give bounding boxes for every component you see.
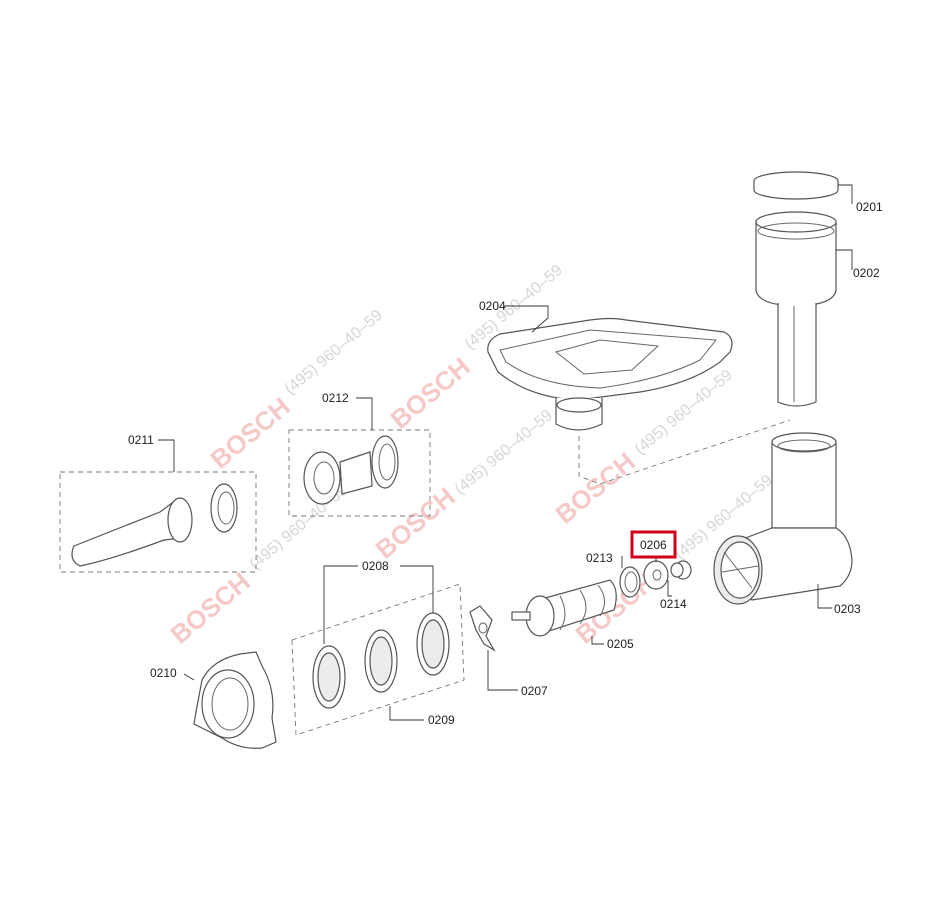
part-label-0212: 0212 [322, 391, 349, 405]
part-0207-knife [469, 605, 518, 691]
part-0205-worm [511, 579, 617, 645]
part-0204-tray [487, 305, 733, 431]
part-label-0206: 0206 [640, 538, 667, 552]
watermark-phone: (495) 960–40–59 [452, 407, 556, 498]
part-0211-sausage-set [59, 439, 257, 573]
part-label-0201: 0201 [856, 200, 883, 214]
watermark-phone: (495) 960–40–59 [282, 307, 386, 398]
part-label-0207: 0207 [521, 684, 548, 698]
part-label-0211: 0211 [128, 433, 154, 447]
part-0212-kebbe-set [288, 397, 431, 517]
grill-plate-icon [364, 629, 398, 693]
watermark-brand: BOSCH [385, 351, 476, 434]
part-0202-pusher [755, 211, 853, 407]
part-label-0203: 0203 [834, 602, 861, 616]
part-label-0202: 0202 [853, 266, 880, 280]
part-0203-housing [713, 432, 853, 609]
part-label-0213: 0213 [586, 551, 613, 565]
watermark-brand: BOSCH [205, 391, 296, 474]
watermark-group: BOSCH (495) 960–40–59 BOSCH (495) 960–40… [165, 262, 776, 650]
part-0201-lid [753, 171, 853, 204]
part-label-0214: 0214 [660, 597, 687, 611]
part-label-0208: 0208 [362, 559, 389, 573]
watermark-brand: BOSCH [165, 566, 256, 649]
highlight-box [630, 530, 677, 559]
grill-plate-icon [312, 645, 346, 709]
watermark-brand: BOSCH [370, 481, 461, 564]
grill-plate-icon [416, 612, 450, 676]
part-label-0205: 0205 [607, 637, 634, 651]
part-0210-ring-nut [183, 651, 277, 749]
part-label-0210: 0210 [150, 666, 177, 680]
part-0213-ring [619, 556, 641, 598]
part-0208-plates [291, 565, 465, 736]
assembly-line [578, 419, 791, 485]
cutter-blade-icon [469, 605, 496, 652]
part-label-0209: 0209 [428, 713, 455, 727]
part-label-0204: 0204 [479, 299, 506, 313]
part-0214-bush [667, 560, 692, 597]
part-0206-washer [643, 560, 669, 590]
watermark-brand: BOSCH [550, 446, 641, 529]
